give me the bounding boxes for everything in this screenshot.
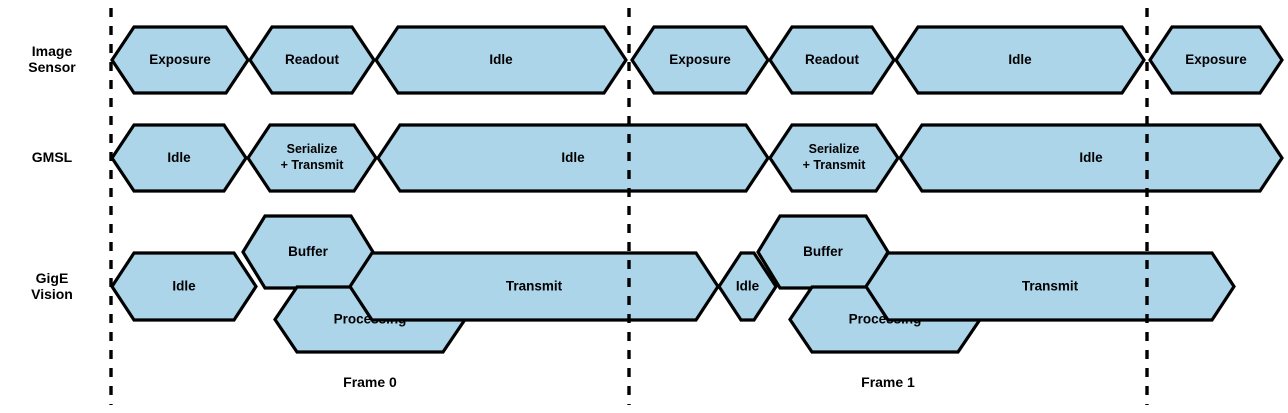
block-gige-transmit-0[interactable]: Transmit bbox=[348, 251, 720, 322]
block-gmsl-idle-2[interactable]: Idle bbox=[898, 123, 1284, 193]
block-idle-0[interactable]: Idle bbox=[374, 25, 628, 95]
block-gige-buffer-1[interactable]: Buffer bbox=[756, 214, 890, 290]
block-shape-exposure-1 bbox=[630, 25, 770, 95]
block-idle-1[interactable]: Idle bbox=[894, 25, 1146, 95]
frame-label-1: Frame 1 bbox=[861, 374, 915, 390]
block-shape-gige-idle-1 bbox=[717, 251, 778, 322]
block-label-exposure-1: Exposure bbox=[669, 52, 731, 67]
block-label-exposure-2: Exposure bbox=[1185, 52, 1247, 67]
block-label-gmsl-idle-0: Idle bbox=[167, 150, 191, 165]
block-gmsl-serialize-0[interactable]: Serialize+ Transmit bbox=[246, 123, 378, 193]
block-gmsl-idle-1[interactable]: Idle bbox=[376, 123, 770, 193]
block-label-gmsl-idle-1: Idle bbox=[561, 150, 585, 165]
block-label-gige-buffer-1: Buffer bbox=[803, 244, 843, 259]
row-label-gmsl: GMSL bbox=[32, 149, 73, 165]
block-label-gige-idle-0: Idle bbox=[172, 278, 196, 293]
block-gige-buffer-0[interactable]: Buffer bbox=[241, 214, 375, 290]
block-label-gige-buffer-0: Buffer bbox=[288, 244, 328, 259]
block-shape-gige-transmit-0 bbox=[348, 251, 720, 322]
block-shape-gmsl-serialize-0 bbox=[246, 123, 378, 193]
block-shape-exposure-0 bbox=[110, 25, 250, 95]
block-exposure-2[interactable]: Exposure bbox=[1148, 25, 1284, 95]
block-label-readout-0: Readout bbox=[285, 52, 340, 67]
block-shape-gmsl-idle-1 bbox=[376, 123, 770, 193]
block-gmsl-serialize-1[interactable]: Serialize+ Transmit bbox=[768, 123, 900, 193]
block-shape-readout-0 bbox=[248, 25, 376, 95]
block-label-gige-transmit-0: Transmit bbox=[506, 278, 563, 293]
block-readout-0[interactable]: Readout bbox=[248, 25, 376, 95]
block-label-gige-transmit-1: Transmit bbox=[1022, 278, 1079, 293]
block-shape-idle-0 bbox=[374, 25, 628, 95]
block-label-readout-1: Readout bbox=[805, 52, 860, 67]
block-exposure-0[interactable]: Exposure bbox=[110, 25, 250, 95]
block-shape-idle-1 bbox=[894, 25, 1146, 95]
block-exposure-1[interactable]: Exposure bbox=[630, 25, 770, 95]
block-label-gmsl-serialize-1: Serialize+ Transmit bbox=[803, 142, 867, 172]
block-label-idle-1: Idle bbox=[1008, 52, 1032, 67]
block-shape-gige-transmit-1 bbox=[864, 251, 1236, 322]
block-shape-exposure-2 bbox=[1148, 25, 1284, 95]
dividers-layer bbox=[109, 8, 1149, 405]
block-label-gmsl-idle-2: Idle bbox=[1079, 150, 1103, 165]
block-gige-transmit-1[interactable]: Transmit bbox=[864, 251, 1236, 322]
block-gige-idle-1[interactable]: Idle bbox=[717, 251, 778, 322]
block-label-gmsl-serialize-0: Serialize+ Transmit bbox=[281, 142, 345, 172]
block-label-exposure-0: Exposure bbox=[149, 52, 211, 67]
block-label-gige-idle-1: Idle bbox=[736, 278, 760, 293]
frame-label-0: Frame 0 bbox=[343, 374, 397, 390]
block-shape-readout-1 bbox=[768, 25, 896, 95]
frame-labels-layer: Frame 0 Frame 1 bbox=[343, 374, 915, 390]
block-shape-gmsl-idle-2 bbox=[898, 123, 1284, 193]
block-readout-1[interactable]: Readout bbox=[768, 25, 896, 95]
block-shape-gmsl-serialize-1 bbox=[768, 123, 900, 193]
block-gmsl-idle-0[interactable]: Idle bbox=[110, 123, 248, 193]
block-label-idle-0: Idle bbox=[489, 52, 513, 67]
block-gige-idle-0[interactable]: Idle bbox=[110, 251, 258, 322]
